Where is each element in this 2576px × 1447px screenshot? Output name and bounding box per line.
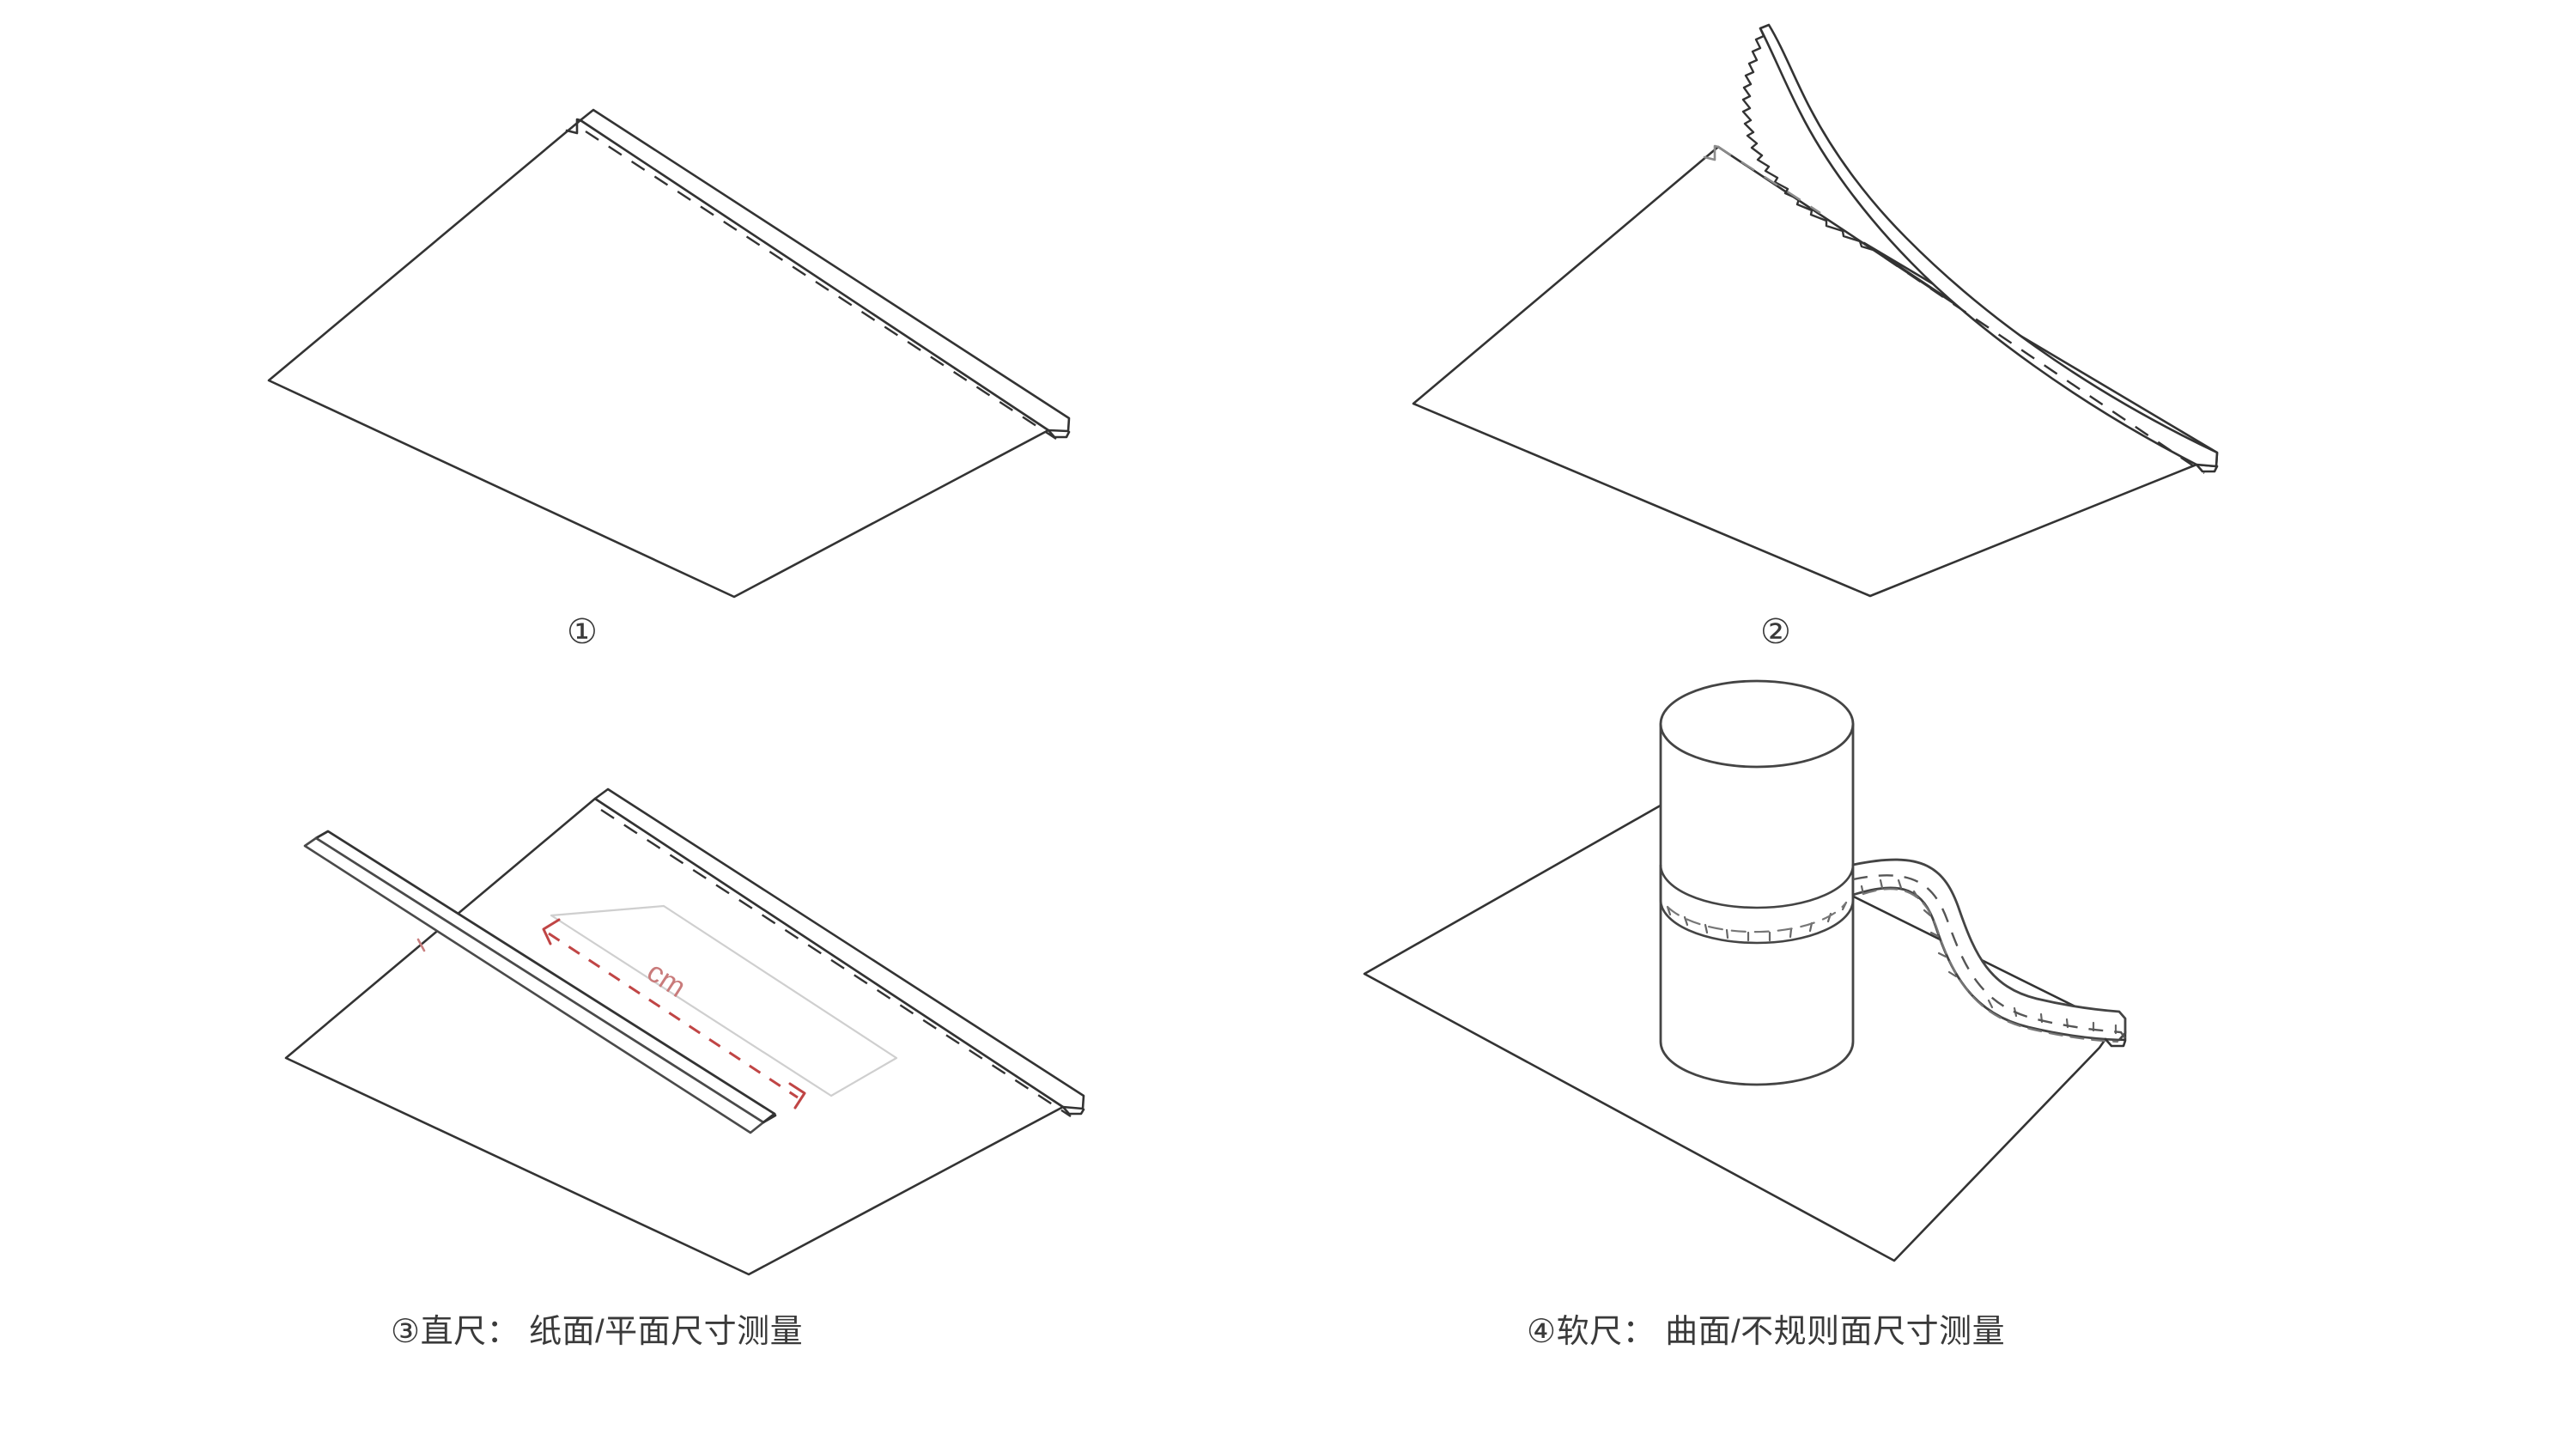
flap-notch-start-1: [565, 118, 582, 135]
ruler-side-face-3: [303, 836, 765, 1134]
dimension-dashed-path-3: [548, 932, 799, 1099]
tape-contact-crease-dashed-2: [1717, 145, 1821, 215]
fold-crease-dashed-2: [1884, 257, 2205, 474]
tape-band-lower-edge-4: [1659, 899, 1855, 945]
tape-band-graduations-4: [1666, 901, 1848, 942]
paper-folded-flap-1: [579, 108, 1071, 433]
panel-3-caption: ③直尺： 纸面/平面尺寸测量: [391, 1314, 804, 1350]
cylinder-body-4: [1659, 722, 1855, 1086]
dimension-end-tick-end-3: [788, 1082, 806, 1110]
sheet-corner-notch-4: [2104, 1037, 2127, 1048]
tape-peeling-curl-2: [1759, 23, 2219, 468]
panel-1-caption: ①: [567, 613, 598, 651]
paper-sheet-3: [284, 797, 1065, 1276]
straight-ruler-3: [303, 830, 777, 1134]
panel-2-illustration: [1412, 23, 2219, 598]
panel-2-caption: ②: [1760, 613, 1792, 651]
fold-crease-dashed-3: [600, 808, 1072, 1118]
soft-tape-graduations-4: [1860, 879, 2119, 1043]
tape-serrated-edge-2: [1741, 27, 1880, 253]
flap-notch-end-3: [1061, 1105, 1085, 1116]
paper-folded-flap-3: [593, 787, 1085, 1110]
panel-3-illustration: cm: [284, 787, 1085, 1276]
flap-notch-end-2: [2195, 463, 2219, 473]
measured-region-outline-3: [550, 904, 898, 1097]
flap-notch-start-2: [1703, 144, 1720, 161]
ruler-edge-tick-3: [416, 938, 426, 952]
tape-band-upper-edge-4: [1659, 864, 1855, 909]
tape-centre-dashed-4: [1852, 874, 2126, 1039]
cylinder-top-ellipse-4: [1659, 679, 1855, 769]
flap-notch-end-1: [1047, 429, 1071, 439]
dimension-end-tick-start-3: [542, 918, 561, 945]
panel-4-caption: ④软尺： 曲面/不规则面尺寸测量: [1527, 1314, 2006, 1350]
ruler-end-cap-3: [762, 1112, 777, 1124]
panel-4-illustration: [1363, 679, 2127, 1262]
panel-1-illustration: [267, 108, 1071, 599]
fold-crease-dashed-1: [585, 130, 1057, 441]
